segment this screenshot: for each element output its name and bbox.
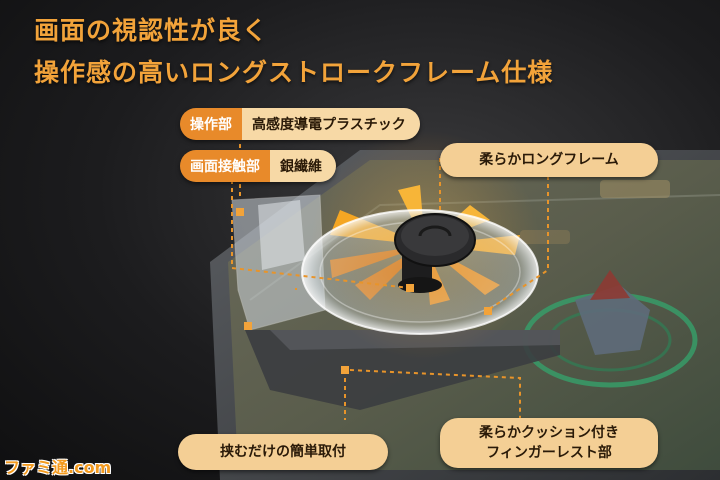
label-finger-rest: 柔らかクッション付き フィンガーレスト部 <box>440 418 658 468</box>
label-easy-mount-text: 挟むだけの簡単取付 <box>220 444 346 460</box>
callout-markers <box>236 208 492 374</box>
watermark-logo: ファミ通.com <box>4 458 112 477</box>
label-easy-mount: 挟むだけの簡単取付 <box>178 434 388 470</box>
label-operation-value: 高感度導電プラスチック <box>242 108 420 140</box>
label-long-frame-text: 柔らかロングフレーム <box>479 152 619 168</box>
callout-lines <box>231 136 549 420</box>
label-operation-key: 操作部 <box>180 108 242 140</box>
label-operation-part: 操作部 高感度導電プラスチック <box>180 108 420 140</box>
touch-button <box>394 213 476 293</box>
headline-line-1: 画面の視認性が良く <box>34 16 269 45</box>
label-contact-value: 銀繊維 <box>270 150 336 182</box>
headline: 画面の視認性が良く 操作感の高いロングストロークフレーム仕様 <box>34 10 553 94</box>
label-contact-key: 画面接触部 <box>180 150 270 182</box>
label-finger-rest-line-1: 柔らかクッション付き <box>479 425 619 441</box>
label-long-frame: 柔らかロングフレーム <box>440 143 658 177</box>
label-finger-rest-line-2: フィンガーレスト部 <box>486 445 612 461</box>
headline-line-2: 操作感の高いロングストロークフレーム仕様 <box>34 58 554 87</box>
label-contact-part: 画面接触部 銀繊維 <box>180 150 336 182</box>
